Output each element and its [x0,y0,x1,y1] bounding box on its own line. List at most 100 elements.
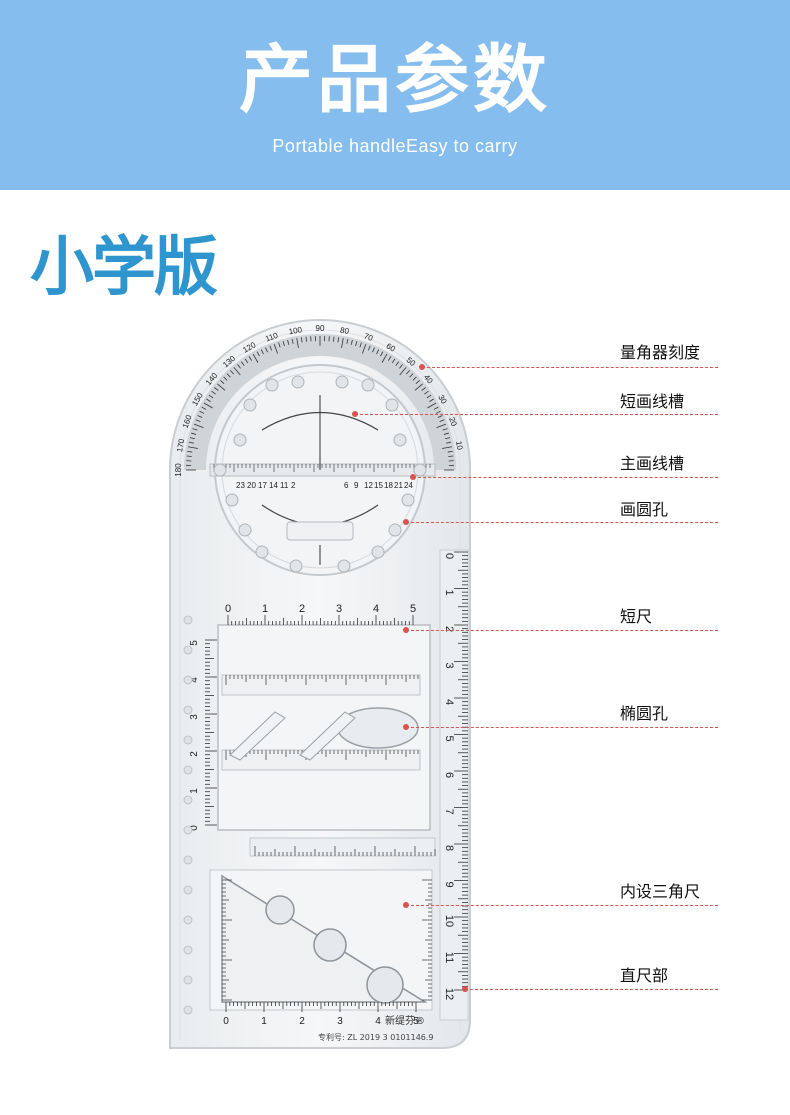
circle-hole [371,545,385,559]
right-ruler-label: 11 [443,952,455,963]
protractor-tick-label: 80 [339,326,350,337]
hole-number: 17 [258,481,267,490]
protractor-tick-labels: 1020304050607080901001101201301401501601… [174,324,464,477]
protractor-tick [187,450,193,453]
edge-dot [183,645,193,655]
right-ruler-label: 0 [443,553,455,559]
protractor-tick [437,415,443,418]
page-subtitle: Portable handleEasy to carry [272,136,518,156]
circle-hole [243,398,257,412]
callout-line-main-line-slot [413,477,718,478]
edge-dot [183,885,193,895]
main-line-slot [209,463,436,477]
right-ruler-label: 2 [443,626,455,632]
edition-label: 小学版 [30,231,218,305]
protractor-tick [424,390,429,395]
right-ruler-label: 7 [443,808,455,814]
protractor-tick-label: 10 [454,440,465,451]
circle-hole [289,559,303,573]
protractor-tick [233,367,241,376]
callout-dot-ellipse-hole [403,724,409,730]
short-ruler-label: 4 [373,603,379,615]
middle-scale-ticks [254,846,436,856]
hole-number: 14 [269,481,278,490]
right-ruler-label: 12 [443,988,455,1000]
protractor-tick [197,415,203,418]
protractor-tick [291,338,294,344]
protractor-tick [426,394,432,399]
circle-hole [337,559,351,573]
callout-dot-main-line-slot [410,474,416,480]
callout-label-ellipse-hole: 椭圆孔 [620,704,669,723]
protractor-tick [372,347,375,353]
protractor-tick [260,349,264,355]
edge-dot [183,615,193,625]
protractor-tick [446,441,452,444]
page-title: 产品参数 [239,37,551,123]
circle-hole [393,433,407,447]
callout-line-triangle-ruler [406,905,718,906]
edge-dot [183,975,193,985]
hole-number: 21 [394,481,403,490]
protractor-tick [237,364,241,369]
protractor-tick [188,441,194,444]
callout-label-protractor-scale: 量角器刻度 [620,343,701,362]
protractor-tick [346,338,349,344]
protractor-tick [388,356,392,361]
callout-dot-short-line-slot [352,411,358,417]
protractor-tick-label: 90 [316,324,325,333]
circle-hole [233,433,247,447]
edge-dot [183,825,193,835]
callout-dot-short-ruler [403,627,409,633]
protractor-tick [273,343,278,354]
brand-mark: 新缇芬® [385,1014,425,1027]
short-ruler-label: 0 [225,603,231,615]
hole-number: 6 [344,481,349,490]
edge-dots [183,615,193,1015]
protractor-tick [427,402,437,409]
right-ruler-label: 3 [443,662,455,668]
edge-dot [183,1005,193,1015]
protractor-tick [429,398,434,402]
protractor-tick [187,446,198,449]
protractor-tick [341,337,344,348]
callout-label-circle-hole: 画圆孔 [620,500,669,519]
short-ruler-label: 5 [410,603,416,615]
protractor-tick [252,353,259,363]
circle-hole [213,463,227,477]
protractor-tick [381,353,388,363]
protractor-tick [337,337,340,343]
callout-line-circle-hole [406,522,718,523]
protractor-tick [435,410,441,414]
circle-hole [291,375,305,389]
hole-number: 9 [354,481,359,490]
protractor-tick [278,342,281,348]
protractor-ticks [186,336,454,471]
protractor-tick [192,428,198,431]
hole-number: 2 [291,481,296,490]
protractor-tick-label: 180 [174,463,183,477]
protractor-tick-label: 20 [447,416,459,428]
protractor-tick [350,339,353,345]
protractor-tick [226,373,231,378]
circle-hole [361,378,375,392]
left-ruler-label: 5 [189,640,200,646]
callout-label-short-line-slot: 短画线槽 [620,392,685,411]
protractor-tick-label: 100 [288,325,303,336]
protractor-tick [355,341,358,347]
edge-dot [183,675,193,685]
right-ruler-ticks [454,551,468,991]
protractor-tick [203,402,213,409]
protractor-tick [208,394,214,399]
right-ruler-label: 1 [443,589,455,595]
bottom-scale-label: 0 [223,1016,229,1027]
edge-dot [183,915,193,925]
protractor-tick [214,387,219,391]
callout-label-triangle-ruler: 内设三角尺 [620,882,701,901]
protractor-tick [399,364,403,369]
protractor-tick-label: 170 [175,438,186,453]
protractor-tick [220,380,225,384]
callout-line-straight-ruler [465,989,718,990]
